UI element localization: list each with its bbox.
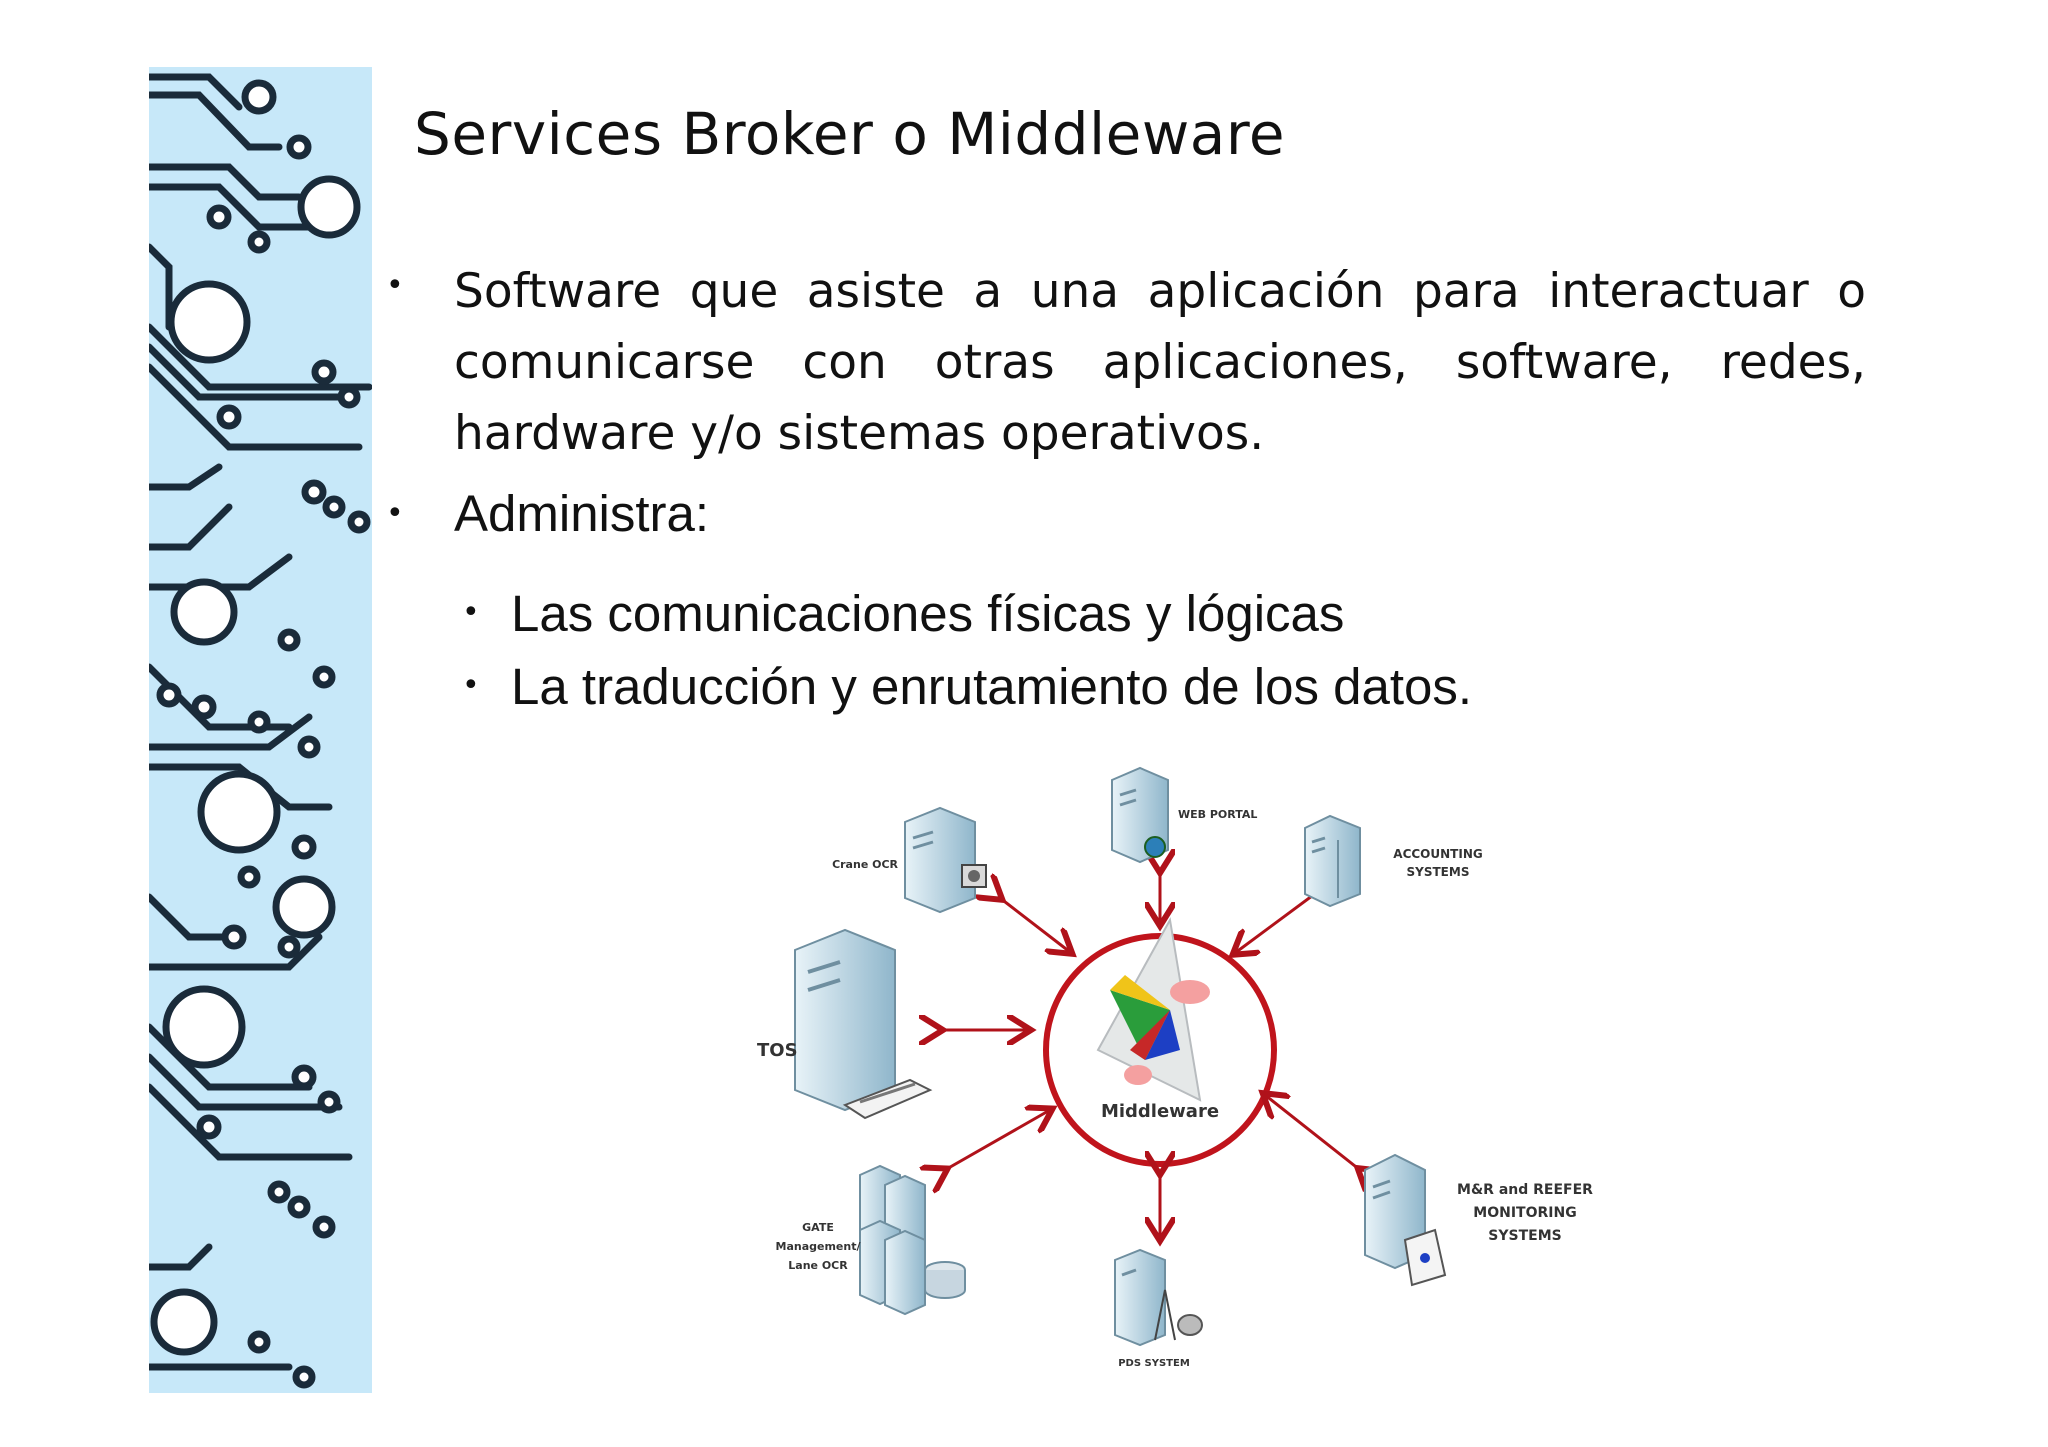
node-label-gate-1: GATE [802, 1221, 834, 1234]
node-label-accounting-2: SYSTEMS [1407, 865, 1470, 879]
middleware-label: Middleware [1101, 1101, 1219, 1122]
node-label-gate-3: Lane OCR [788, 1259, 848, 1272]
circuit-strip-decoration [149, 67, 372, 1393]
node-label-tos: TOS [757, 1040, 798, 1061]
middleware-diagram: Middleware WEB PORTAL Crane OCR [757, 766, 1593, 1369]
node-label-crane-ocr: Crane OCR [832, 858, 898, 871]
sub-bullet-communications: Las comunicaciones físicas y lógicas [511, 585, 1345, 642]
sub-bullet-marker: • [462, 595, 480, 630]
node-label-mr-3: SYSTEMS [1488, 1228, 1561, 1244]
pds-server-icon [1114, 1248, 1203, 1347]
middleware-logo-icon [1096, 917, 1210, 1102]
node-label-pds: PDS SYSTEM [1118, 1358, 1190, 1369]
tos-server-icon [794, 928, 933, 1120]
node-label-mr-1: M&R and REEFER [1457, 1182, 1593, 1198]
circuit-pattern-icon [149, 73, 372, 1389]
web-portal-server-icon [1111, 766, 1169, 864]
sub-bullet-translation: La traducción y enrutamiento de los dato… [511, 658, 1473, 715]
gate-server-icon [859, 1164, 966, 1316]
connection-arrows [940, 870, 1360, 1238]
accounting-server-icon [1304, 814, 1361, 908]
bullet-marker: • [386, 496, 404, 531]
slide-title: Services Broker o Middleware [414, 100, 1286, 168]
node-label-accounting-1: ACCOUNTING [1393, 847, 1482, 861]
reefer-monitoring-server-icon [1364, 1153, 1447, 1287]
node-label-mr-2: MONITORING [1473, 1205, 1576, 1221]
bullet-text-administra: Administra: [454, 485, 710, 542]
sub-bullet-marker: • [462, 668, 480, 703]
crane-ocr-server-icon [904, 806, 987, 914]
bullet-marker: • [386, 268, 404, 303]
node-label-gate-2: Management/ [776, 1240, 862, 1253]
bullet-text-definition: Software que asiste a una aplicación par… [454, 264, 1866, 461]
node-label-web-portal: WEB PORTAL [1178, 808, 1257, 821]
